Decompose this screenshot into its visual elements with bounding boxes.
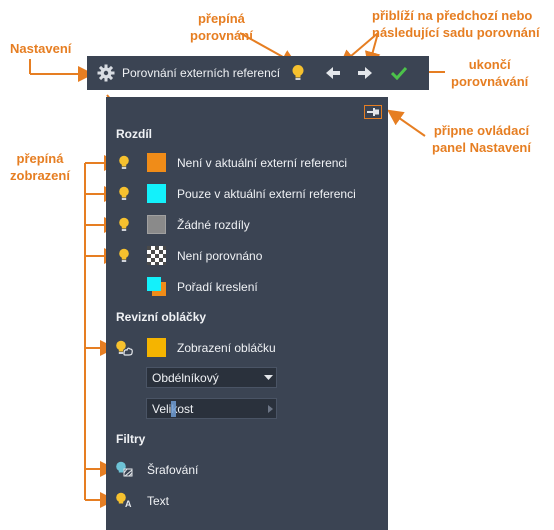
color-swatch-gray[interactable] [147,215,166,234]
lightbulb-icon[interactable] [118,217,130,232]
shape-dropdown-value: Obdélníkový [152,371,219,385]
draw-order-icon[interactable] [147,277,166,296]
size-input[interactable]: Velikost [146,398,277,419]
compare-toolbar: Porovnání externích referencí [87,56,429,90]
pin-icon[interactable] [364,105,382,119]
callout-line: panel Nastavení [432,140,531,155]
row-label: Pouze v aktuální externí referenci [177,187,356,201]
callout-nastaveni: Nastavení [10,41,72,56]
gear-icon[interactable] [97,64,115,82]
row-label: Žádné rozdíly [177,218,250,232]
row-label: Není porovnáno [177,249,263,263]
filter-label: Text [147,494,170,508]
lightbulb-icon[interactable] [118,186,130,201]
callout-prepina-porovnani: přepíná porovnání [190,10,253,44]
callout-priblizi: přiblíží na předchozí nebo následující s… [372,7,540,41]
checkmark-icon[interactable] [391,66,407,80]
color-swatch-orange[interactable] [147,153,166,172]
lightbulb-icon[interactable] [291,64,305,82]
callout-line: připne ovládací [433,123,530,138]
lightbulb-cloud-icon[interactable] [115,340,133,356]
callout-line: porovnávání [451,74,529,89]
row-label: Pořadí kreslení [177,280,258,294]
callout-line: porovnání [190,28,253,43]
section-revize-header: Revizní obláčky [116,310,207,324]
checker-swatch-icon[interactable] [147,246,166,265]
color-swatch-cyan[interactable] [147,184,166,203]
filter-label: Šrafování [147,463,199,477]
callout-line: přiblíží na předchozí nebo [372,8,533,23]
lightbulb-hatch-icon[interactable] [115,461,133,477]
lightbulb-text-icon[interactable]: A [115,492,133,508]
callout-line: následující sadu porovnání [372,25,540,40]
arrow-right-icon[interactable] [357,66,373,80]
chevron-right-icon [268,405,273,413]
chevron-down-icon [264,375,273,380]
cloud-display-label: Zobrazení obláčku [177,341,276,355]
lightbulb-icon[interactable] [118,248,130,263]
shape-dropdown[interactable]: Obdélníkový [146,367,277,388]
callout-line: přepíná [197,11,245,26]
callout-line: přepíná [16,151,64,166]
callout-prepina-zobrazeni: přepíná zobrazení [10,150,70,184]
lightbulb-icon[interactable] [118,155,130,170]
callout-pripne: připne ovládací panel Nastavení [432,122,531,156]
toolbar-title: Porovnání externích referencí [122,66,281,80]
callout-ukonci: ukončí porovnávání [451,56,528,90]
row-label: Není v aktuální externí referenci [177,156,348,170]
arrow-left-icon[interactable] [325,66,341,80]
color-swatch-yellow[interactable] [147,338,166,357]
text-cursor [171,401,176,417]
section-filtry-header: Filtry [116,432,146,446]
svg-text:A: A [125,499,132,508]
callout-line: ukončí [468,57,511,72]
section-rozdil-header: Rozdíl [116,127,152,141]
settings-panel: Rozdíl Není v aktuální externí referenci… [106,97,388,530]
callout-line: zobrazení [10,168,70,183]
